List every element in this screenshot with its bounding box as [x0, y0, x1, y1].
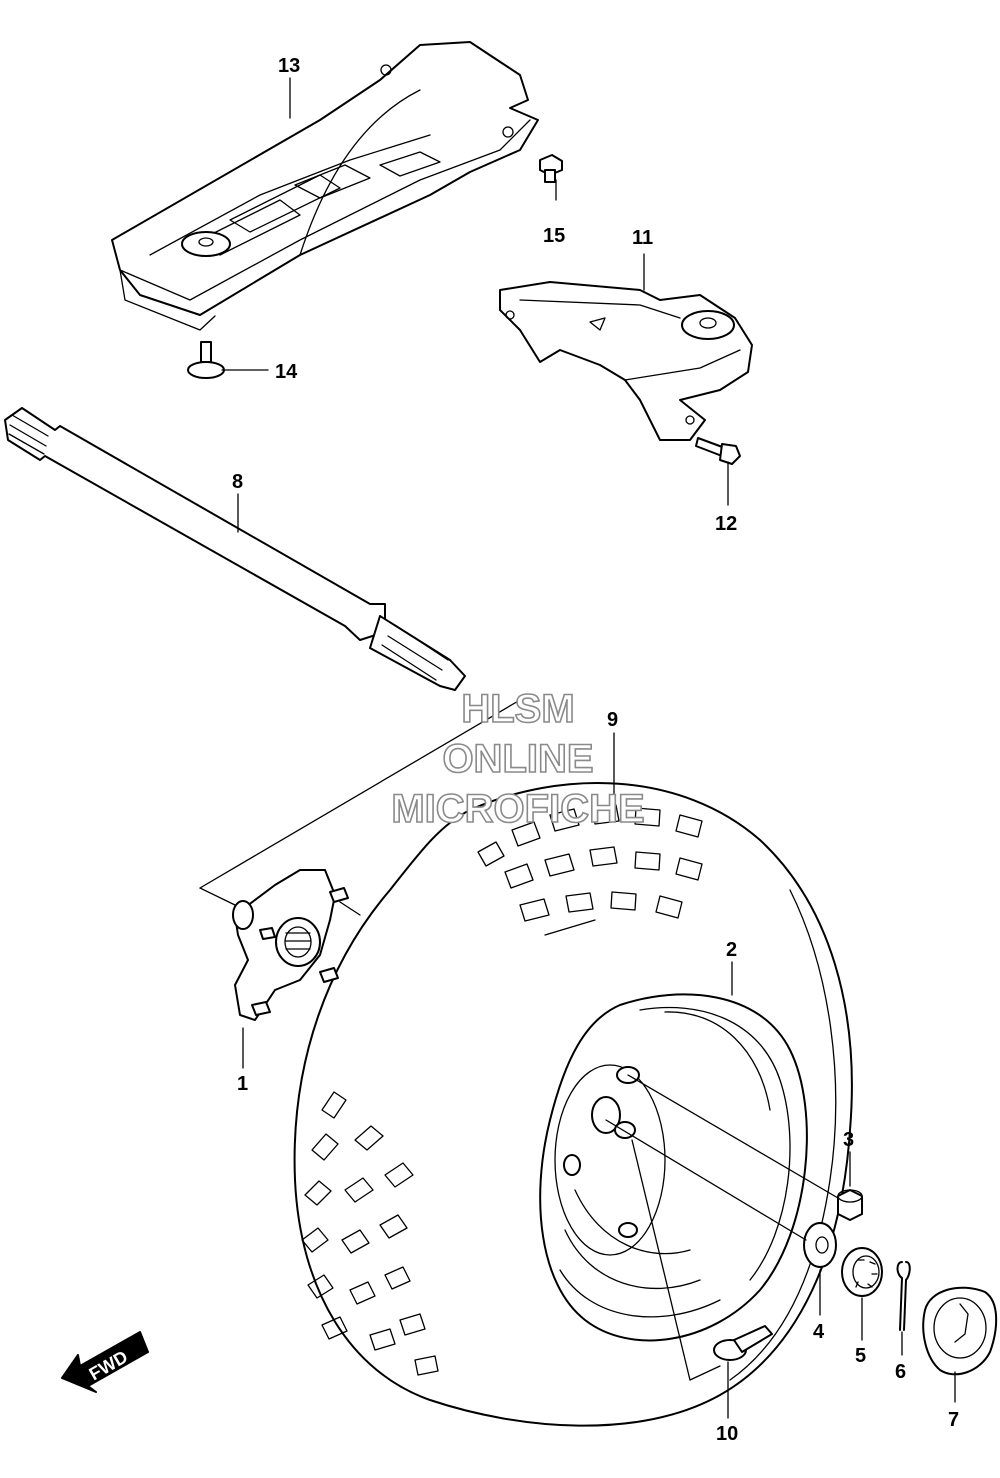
callout-13: 13	[278, 55, 300, 77]
bracket-part-11[interactable]	[499, 281, 753, 441]
callout-15: 15	[543, 225, 565, 247]
callout-12: 12	[715, 513, 737, 535]
washer-part-4[interactable]	[803, 1222, 837, 1268]
skid-plate-part-13[interactable]	[111, 41, 539, 331]
watermark-line-2: ONLINE	[442, 737, 593, 781]
valve-stem-part-10[interactable]	[713, 1325, 773, 1361]
callout-2: 2	[726, 939, 737, 961]
castle-nut-part-5[interactable]	[841, 1247, 883, 1297]
callout-9: 9	[607, 709, 618, 731]
callout-10: 10	[716, 1423, 738, 1445]
axle-shaft-part-8[interactable]	[4, 407, 466, 691]
hub-part-1[interactable]	[232, 869, 349, 1021]
watermark: HLSM ONLINE MICROFICHE	[391, 686, 646, 832]
callout-11: 11	[632, 227, 653, 249]
fwd-arrow-icon: FWD	[61, 1331, 149, 1393]
callout-1: 1	[237, 1073, 248, 1095]
callout-8: 8	[232, 471, 243, 493]
cotter-pin-part-6[interactable]	[896, 1261, 911, 1331]
hub-cap-part-7[interactable]	[922, 1286, 998, 1376]
callout-6: 6	[895, 1361, 906, 1383]
watermark-line-1: HLSM	[461, 687, 574, 731]
bolt-part-12[interactable]	[695, 437, 741, 465]
leader-lines	[199, 77, 956, 1419]
bolt-part-14[interactable]	[187, 341, 225, 379]
nut-part-3[interactable]	[837, 1189, 863, 1221]
callout-5: 5	[855, 1345, 866, 1367]
callout-14: 14	[275, 361, 298, 383]
callout-3: 3	[843, 1129, 854, 1151]
callout-labels: 13 15 11 14 8 12 9 2 1 3 4 5 6 7 10	[232, 55, 959, 1445]
callout-4: 4	[813, 1321, 825, 1343]
callout-7: 7	[948, 1409, 959, 1431]
bolt-part-15[interactable]	[539, 154, 563, 183]
watermark-line-3: MICROFICHE	[391, 787, 644, 831]
